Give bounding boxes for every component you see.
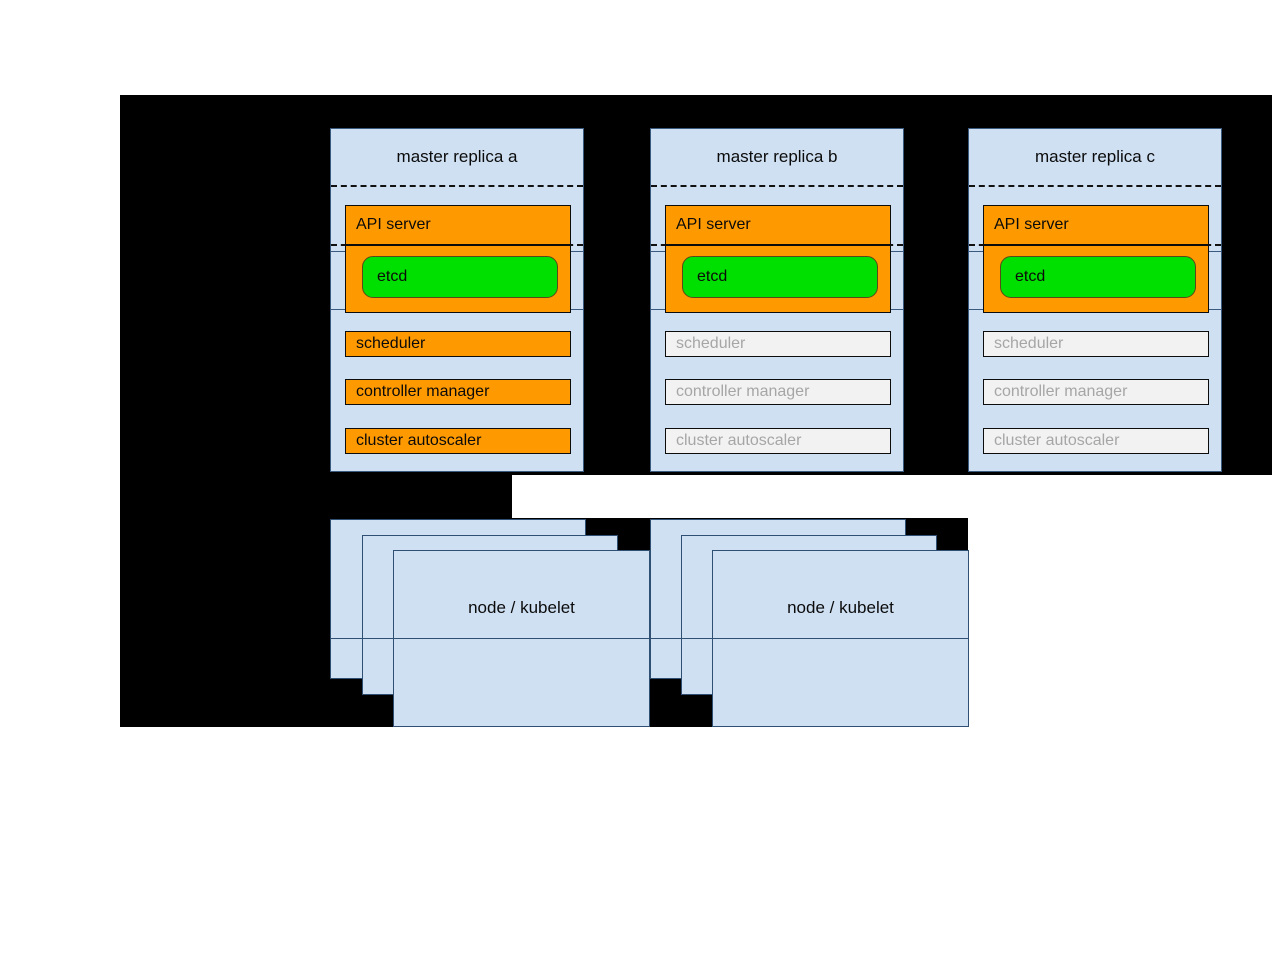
replica-c-cluster-autoscaler[interactable]: cluster autoscaler (983, 428, 1209, 454)
replica-b-etcd[interactable]: etcd (682, 256, 878, 298)
replica-c-etcd-host: etcd (983, 245, 1209, 313)
master-replica-a[interactable]: master replica a API server etcd schedul… (330, 128, 584, 472)
replica-a-api-server[interactable]: API server (345, 205, 571, 245)
node-stack-right-label: node / kubelet (787, 598, 894, 617)
master-replica-c[interactable]: master replica c API server etcd schedul… (968, 128, 1222, 472)
replica-c-api-server[interactable]: API server (983, 205, 1209, 245)
master-replica-b[interactable]: master replica b API server etcd schedul… (650, 128, 904, 472)
node-stack-left-crossline (330, 638, 650, 639)
replica-b-scheduler[interactable]: scheduler (665, 331, 891, 357)
replica-b-dashed-divider-top (651, 185, 903, 187)
replica-c-etcd[interactable]: etcd (1000, 256, 1196, 298)
replica-c-dashed-divider-top (969, 185, 1221, 187)
replica-b-controller-manager[interactable]: controller manager (665, 379, 891, 405)
replica-a-controller-manager[interactable]: controller manager (345, 379, 571, 405)
replica-b-title: master replica b (716, 147, 838, 166)
replica-a-etcd[interactable]: etcd (362, 256, 558, 298)
replica-c-scheduler[interactable]: scheduler (983, 331, 1209, 357)
replica-c-title: master replica c (1035, 147, 1155, 166)
replica-b-api-server[interactable]: API server (665, 205, 891, 245)
replica-b-etcd-host: etcd (665, 245, 891, 313)
replica-c-controller-manager[interactable]: controller manager (983, 379, 1209, 405)
node-stack-left-label: node / kubelet (468, 598, 575, 617)
replica-a-dashed-divider-top (331, 185, 583, 187)
replica-a-etcd-host: etcd (345, 245, 571, 313)
replica-a-title: master replica a (396, 147, 518, 166)
replica-a-cluster-autoscaler[interactable]: cluster autoscaler (345, 428, 571, 454)
replica-a-scheduler[interactable]: scheduler (345, 331, 571, 357)
replica-b-cluster-autoscaler[interactable]: cluster autoscaler (665, 428, 891, 454)
node-stack-right-crossline (650, 638, 969, 639)
